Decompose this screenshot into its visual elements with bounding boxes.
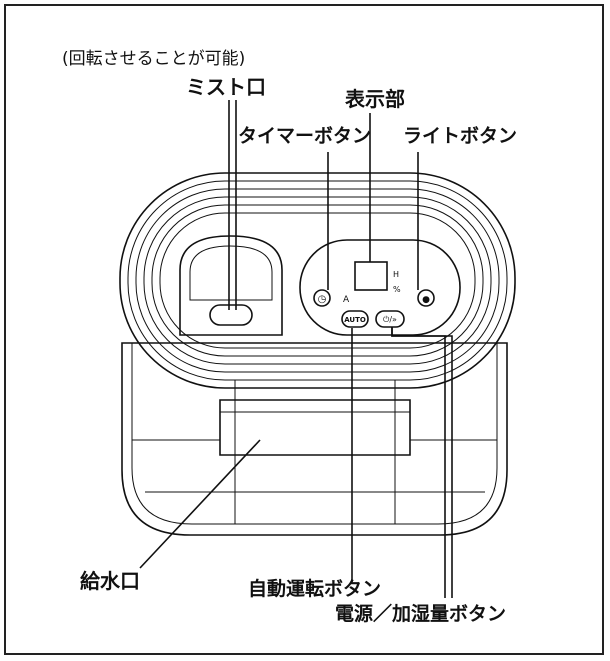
leader-lines (139, 100, 453, 598)
auto-button-label: AUTO (344, 316, 366, 324)
light-label: ライトボタン (403, 125, 517, 147)
top-unit (119, 172, 516, 389)
power-button[interactable] (375, 310, 405, 328)
power-label: 電源／加湿量ボタン (335, 602, 506, 625)
bulb-icon: ● (422, 295, 430, 305)
tank-body (121, 342, 508, 536)
indicator-h: H (393, 270, 399, 279)
rotate-note: (回転させることが可能) (62, 49, 245, 69)
mist-outlet (179, 235, 283, 336)
water-inlet (219, 399, 411, 456)
display-screen (354, 261, 388, 291)
indicator-pct: % (393, 285, 401, 294)
power-icon: ⏻/» (383, 315, 397, 324)
water-label: 給水口 (80, 569, 140, 593)
indicator-a: A (343, 295, 350, 305)
timer-label: タイマーボタン (238, 125, 371, 147)
light-button[interactable] (417, 289, 435, 307)
display-label: 表示部 (345, 87, 405, 111)
mist-label: ミスト口 (186, 75, 266, 99)
auto-label: 自動運転ボタン (248, 577, 381, 600)
control-panel: ◷ A H % ● AUTO ⏻/» (299, 239, 461, 336)
clock-icon: ◷ (318, 294, 327, 305)
timer-button[interactable] (313, 289, 331, 307)
auto-button[interactable] (341, 310, 369, 328)
